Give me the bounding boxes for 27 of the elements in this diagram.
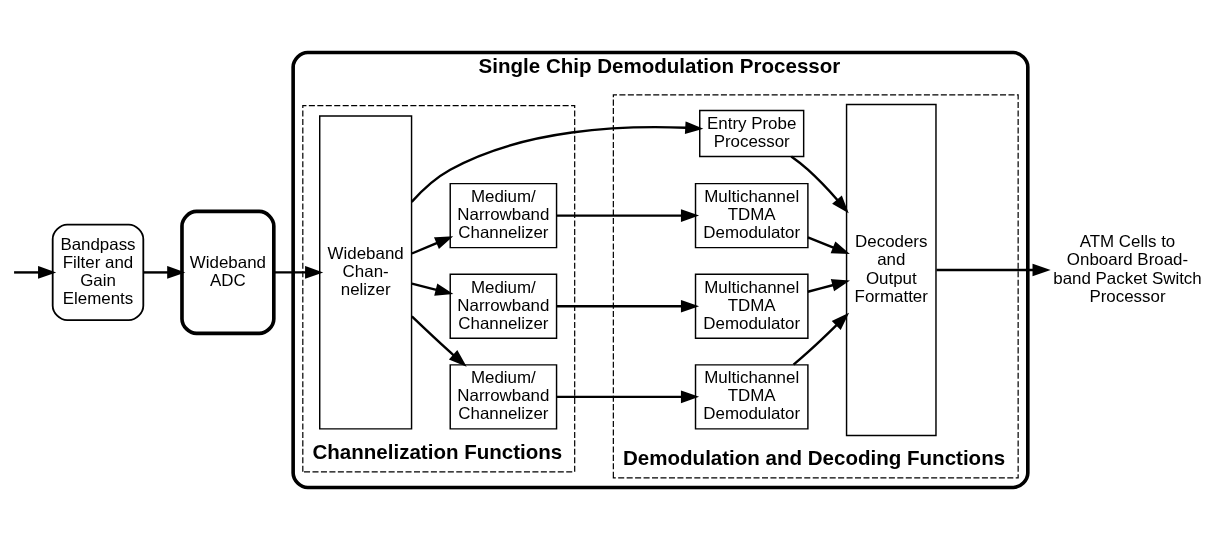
arrow: [14, 265, 57, 279]
arrow: [556, 208, 700, 222]
node-box: Multichannel TDMA Demodulator: [694, 182, 809, 248]
node-box: Wideband ADC: [180, 209, 276, 335]
node-box: Decoders and Output Formatter: [845, 103, 937, 436]
arrow: [274, 265, 324, 279]
node-box: Bandpass Filter and Gain Elements: [51, 223, 145, 321]
node-box: Medium/ Narrowband Channelizer: [449, 273, 558, 339]
arrow: [792, 312, 850, 366]
arrow: [411, 314, 467, 367]
arrow: [556, 390, 700, 403]
arrow: [411, 282, 454, 296]
node-box: Multichannel TDMA Demodulator: [694, 273, 809, 339]
arrow: [936, 263, 1051, 276]
arrow: [556, 299, 700, 313]
node-box: Entry Probe Processor: [699, 109, 805, 157]
node-text: ATM Cells to Onboard Broad- band Packet Switch Processor: [1053, 231, 1202, 306]
arrow: [410, 120, 704, 203]
arrow: [790, 155, 849, 213]
node-box: Wideband Chan- nelizer: [319, 114, 413, 430]
arrow: [143, 265, 186, 279]
node-box: Medium/ Narrowband Channelizer: [449, 182, 558, 248]
node-box: Multichannel TDMA Demodulator: [694, 363, 809, 430]
arrow: [807, 235, 850, 254]
arrow: [807, 278, 850, 293]
node-box: Medium/ Narrowband Channelizer: [449, 363, 558, 430]
arrow: [411, 235, 454, 255]
